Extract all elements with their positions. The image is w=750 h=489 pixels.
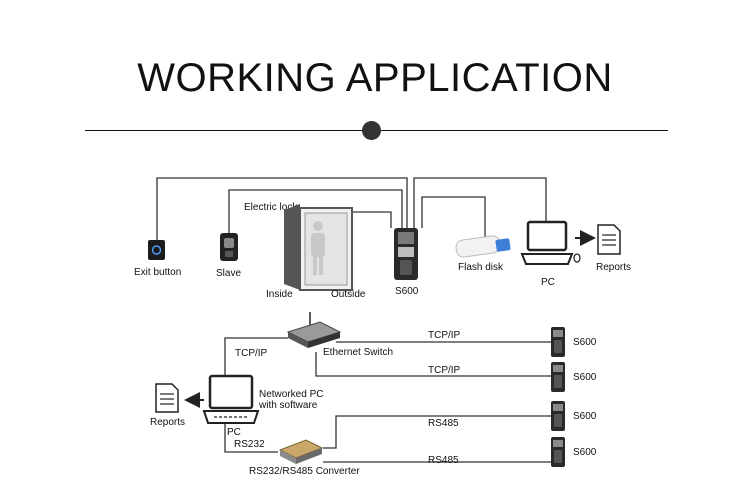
reports-bottom-icon: [155, 383, 179, 413]
s600-1-label: S600: [573, 337, 597, 348]
s600-terminal-icon: [551, 401, 565, 431]
networked-pc-label-1: Networked PC: [259, 389, 323, 400]
slave-reader-icon: [220, 233, 238, 261]
pc-bottom-label: PC: [227, 427, 241, 438]
flash-disk-icon: [455, 235, 511, 258]
tcpip-left-label: TCP/IP: [235, 348, 268, 359]
door-icon: [284, 204, 353, 291]
networked-pc-label-2: with software: [258, 400, 318, 411]
s600-2-label: S600: [573, 372, 597, 383]
converter-label: RS232/RS485 Converter: [249, 466, 360, 477]
s600-terminal-icon: [551, 437, 565, 467]
pc-icon: [520, 220, 581, 265]
s600-terminal-icon: [551, 362, 565, 392]
top-wiring: [156, 177, 547, 240]
s600-terminal-icon: [551, 327, 565, 357]
slave-label: Slave: [216, 268, 241, 279]
ethernet-switch-icon: [286, 312, 342, 348]
converter-icon: [278, 439, 324, 464]
tcpip-1-label: TCP/IP: [428, 330, 461, 341]
tcpip-2-label: TCP/IP: [428, 365, 461, 376]
rs485-2-label: RS485: [428, 455, 459, 466]
pc-label: PC: [541, 277, 555, 288]
s600-terminal-icon: [394, 228, 418, 280]
inside-label: Inside: [266, 289, 293, 300]
reports-icon: [597, 224, 621, 255]
divider-right: [378, 130, 668, 131]
bottom-wiring: [224, 337, 551, 463]
rs485-1-label: RS485: [428, 418, 459, 429]
s600-4-label: S600: [573, 447, 597, 458]
divider-left: [85, 130, 365, 131]
exit-button-label: Exit button: [134, 267, 181, 278]
divider-dot: [362, 121, 381, 140]
ethernet-switch-label: Ethernet Switch: [323, 347, 393, 358]
electric-lock-label: Electric lock: [244, 202, 298, 213]
flash-disk-label: Flash disk: [458, 262, 504, 273]
networked-pc-icon: [202, 374, 260, 424]
exit-button-icon: [148, 240, 165, 260]
reports-bottom-label: Reports: [150, 417, 185, 428]
page-title: WORKING APPLICATION: [137, 56, 613, 100]
outside-label: Outside: [331, 289, 366, 300]
s600-label: S600: [395, 286, 419, 297]
s600-3-label: S600: [573, 411, 597, 422]
reports-label: Reports: [596, 262, 631, 273]
rs232-label: RS232: [234, 439, 265, 450]
